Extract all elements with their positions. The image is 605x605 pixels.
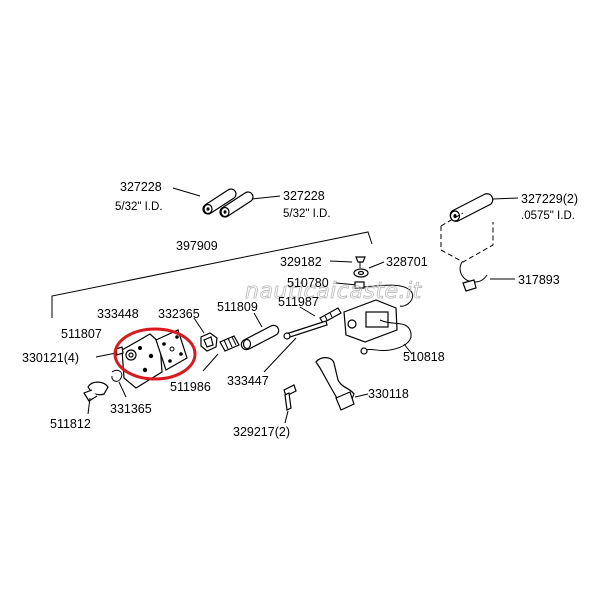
- label-511986: 511986: [170, 380, 211, 394]
- cover-333448: [155, 329, 188, 371]
- part-511987: [299, 306, 342, 324]
- coil-assembly-510818: [343, 299, 413, 355]
- label-330121: 330121(4): [22, 351, 79, 365]
- clip-317893: [459, 261, 515, 292]
- part-331365: [111, 369, 127, 398]
- label-331365: 331365: [110, 402, 152, 416]
- hose-327228-left: [172, 187, 237, 215]
- hose-327228-right: [219, 191, 281, 218]
- label-327228-right: 327228: [283, 189, 325, 203]
- label-333447: 333447: [227, 374, 269, 388]
- label-511987: 511987: [278, 295, 319, 309]
- watermark-text: nauticaicaste.it: [245, 279, 423, 304]
- label-397909: 397909: [176, 239, 218, 253]
- label-327229: 327229(2): [521, 192, 578, 206]
- assembly-bracket-397909: [51, 231, 373, 318]
- label-317893: 317893: [518, 273, 560, 287]
- label-329217: 329217(2): [233, 425, 290, 439]
- label-510818: 510818: [403, 350, 445, 364]
- note-327229: .0575" I.D.: [521, 210, 575, 222]
- screws-330121: [95, 346, 124, 358]
- label-328701: 328701: [386, 255, 428, 269]
- label-327228-left: 327228: [120, 180, 162, 194]
- rod-333447: [263, 320, 328, 373]
- label-510780: 510780: [287, 276, 329, 290]
- label-511809: 511809: [217, 300, 258, 314]
- label-332365: 332365: [158, 307, 200, 321]
- label-511812: 511812: [50, 417, 91, 431]
- label-329182: 329182: [280, 255, 322, 269]
- screw-329182: [329, 256, 366, 268]
- nut-332365: [193, 317, 218, 352]
- note-327228-right: 5/32" I.D.: [283, 208, 331, 220]
- fitting-511812: [83, 381, 109, 415]
- plunger-511809: [240, 312, 280, 351]
- bolt-329217: [283, 384, 297, 424]
- lead-510780: [335, 281, 414, 307]
- washer-328701: [353, 261, 385, 278]
- label-333448: 333448: [97, 307, 139, 321]
- red-highlight-circle: [113, 327, 197, 381]
- label-511807: 511807: [61, 327, 102, 341]
- clamp-330118: [315, 357, 369, 411]
- note-327228-left: 5/32" I.D.: [115, 201, 163, 213]
- label-330118: 330118: [368, 387, 409, 401]
- hose-327229: [440, 193, 519, 263]
- spring-511986: [202, 335, 240, 372]
